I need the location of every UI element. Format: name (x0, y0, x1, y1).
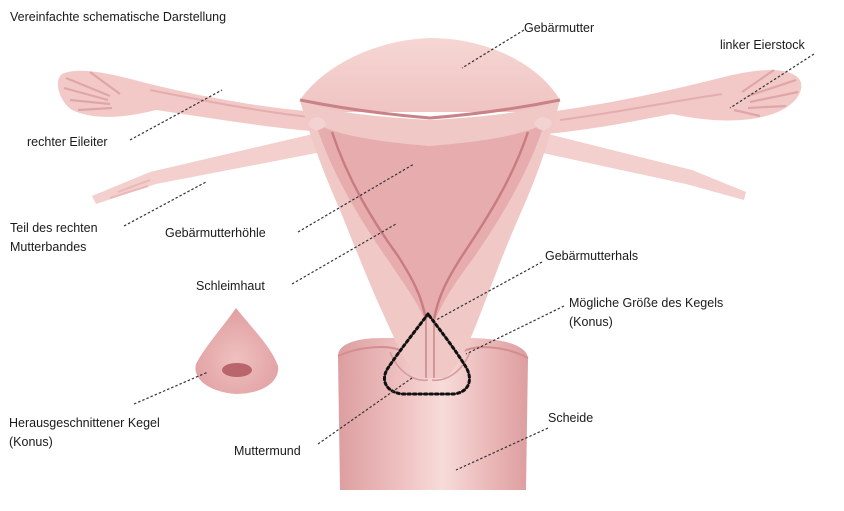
label-muttermund: Muttermund (234, 443, 301, 460)
label-kegel-line1: Mögliche Größe des Kegels (569, 295, 723, 312)
label-rechter-eileiter: rechter Eileiter (27, 134, 108, 151)
uterus (300, 38, 560, 380)
diagram-title: Vereinfachte schematische Darstellung (10, 9, 226, 26)
right-fallopian-tube (58, 71, 322, 132)
label-kegel-line2: (Konus) (569, 314, 613, 331)
excised-cone (195, 308, 278, 394)
right-ligament (92, 130, 332, 204)
label-herausgeschnitten-line2: (Konus) (9, 434, 53, 451)
label-gebaermutterhals: Gebärmutterhals (545, 248, 638, 265)
leader-herausgeschnitten (134, 372, 208, 404)
label-gebaermutterhoehle: Gebärmutterhöhle (165, 225, 266, 242)
label-schleimhaut: Schleimhaut (196, 278, 265, 295)
label-mutterband-line1: Teil des rechten (10, 220, 98, 237)
label-linker-eierstock: linker Eierstock (720, 37, 805, 54)
label-gebaermutter: Gebärmutter (524, 20, 594, 37)
label-herausgeschnitten-line1: Herausgeschnittener Kegel (9, 415, 160, 432)
label-mutterband-line2: Mutterbandes (10, 239, 86, 256)
left-ovary (546, 70, 801, 134)
left-ligament (538, 132, 746, 200)
label-scheide: Scheide (548, 410, 593, 427)
